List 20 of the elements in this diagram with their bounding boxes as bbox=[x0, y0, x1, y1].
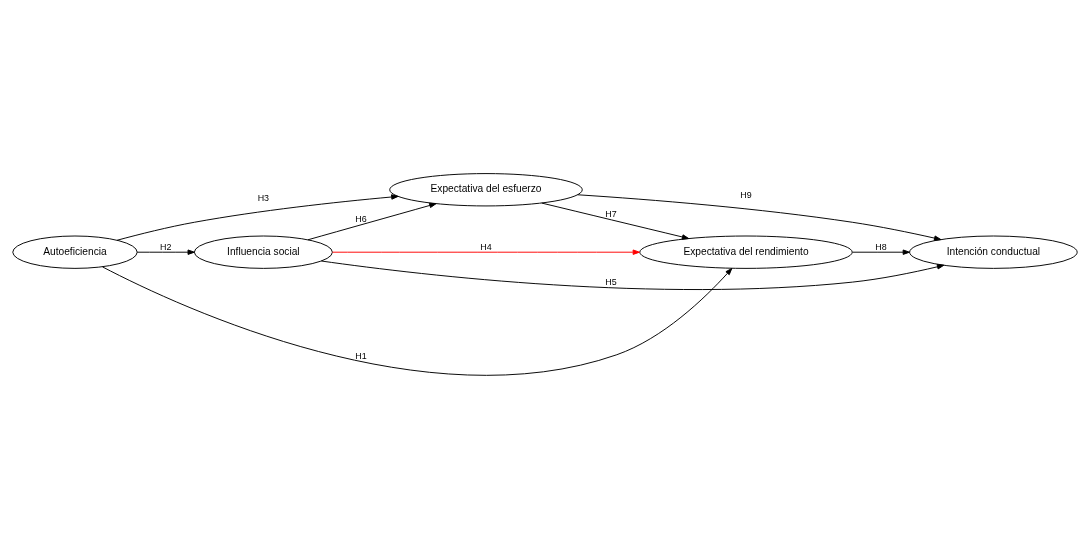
arrow bbox=[136, 249, 195, 255]
edge-label: H7 bbox=[605, 209, 617, 220]
node-ellipse: Autoeficiencia bbox=[12, 235, 138, 269]
edge-label: H5 bbox=[605, 276, 617, 287]
edge-label: H2 bbox=[160, 241, 172, 252]
arrow bbox=[102, 266, 733, 376]
arrow bbox=[577, 194, 942, 241]
edge-label: H1 bbox=[355, 350, 367, 361]
arrow bbox=[116, 194, 399, 241]
arrow bbox=[307, 202, 437, 241]
edge-label: H4 bbox=[480, 241, 492, 252]
edge-label: H8 bbox=[875, 241, 887, 252]
arrow bbox=[320, 260, 945, 291]
arrow bbox=[331, 249, 640, 255]
edge-label: H3 bbox=[257, 192, 270, 203]
edge-label: H9 bbox=[740, 189, 752, 200]
arrow bbox=[852, 249, 910, 255]
edge-label: H6 bbox=[355, 214, 367, 225]
node-ellipse: Influencia social bbox=[193, 235, 333, 269]
arrow bbox=[541, 202, 690, 240]
